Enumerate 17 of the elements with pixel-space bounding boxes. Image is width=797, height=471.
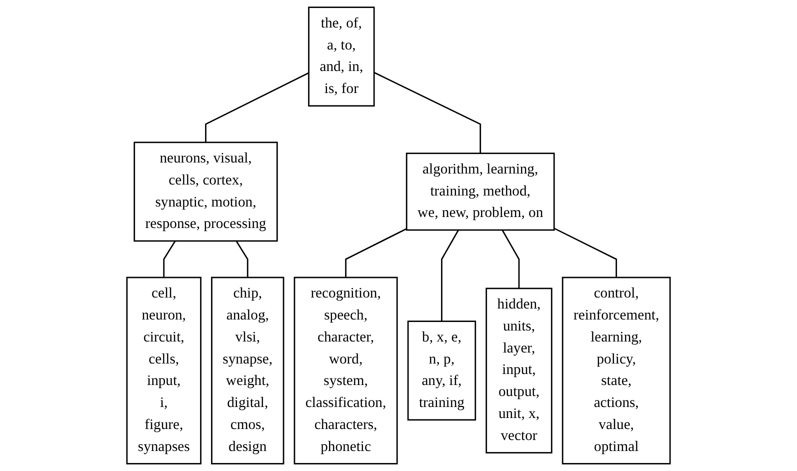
connector — [502, 230, 520, 288]
connector — [345, 228, 407, 278]
node-box: chip, analog, vlsi, synapse, weight, digital, cmos, design — [211, 276, 284, 464]
node-box: cell, neuron, circuit, cells, input, i, figure, synapses — [126, 276, 202, 464]
node-box: the, of, a, to, and, in, is, for — [308, 6, 375, 107]
connector — [554, 228, 618, 278]
node-box: algorithm, learning, training, method, we, new, problem, on — [406, 152, 555, 231]
connector — [236, 240, 248, 278]
node-box: b, x, e, n, p, any, if, training — [407, 320, 476, 421]
node-box: recognition, speech, character, word, system, classification, characters, phonetic — [294, 276, 398, 464]
node-box: neurons, visual, cells, cortex, synaptic, motion, response, processing — [134, 142, 278, 242]
connector — [374, 72, 482, 154]
connector — [163, 240, 176, 278]
connector — [441, 230, 460, 322]
connector — [205, 72, 310, 142]
node-box: control, reinforcement, learning, policy, state, actions, value, optimal — [562, 276, 671, 464]
node-box: hidden, units, layer, input, output, unit, x, vector — [486, 288, 552, 454]
